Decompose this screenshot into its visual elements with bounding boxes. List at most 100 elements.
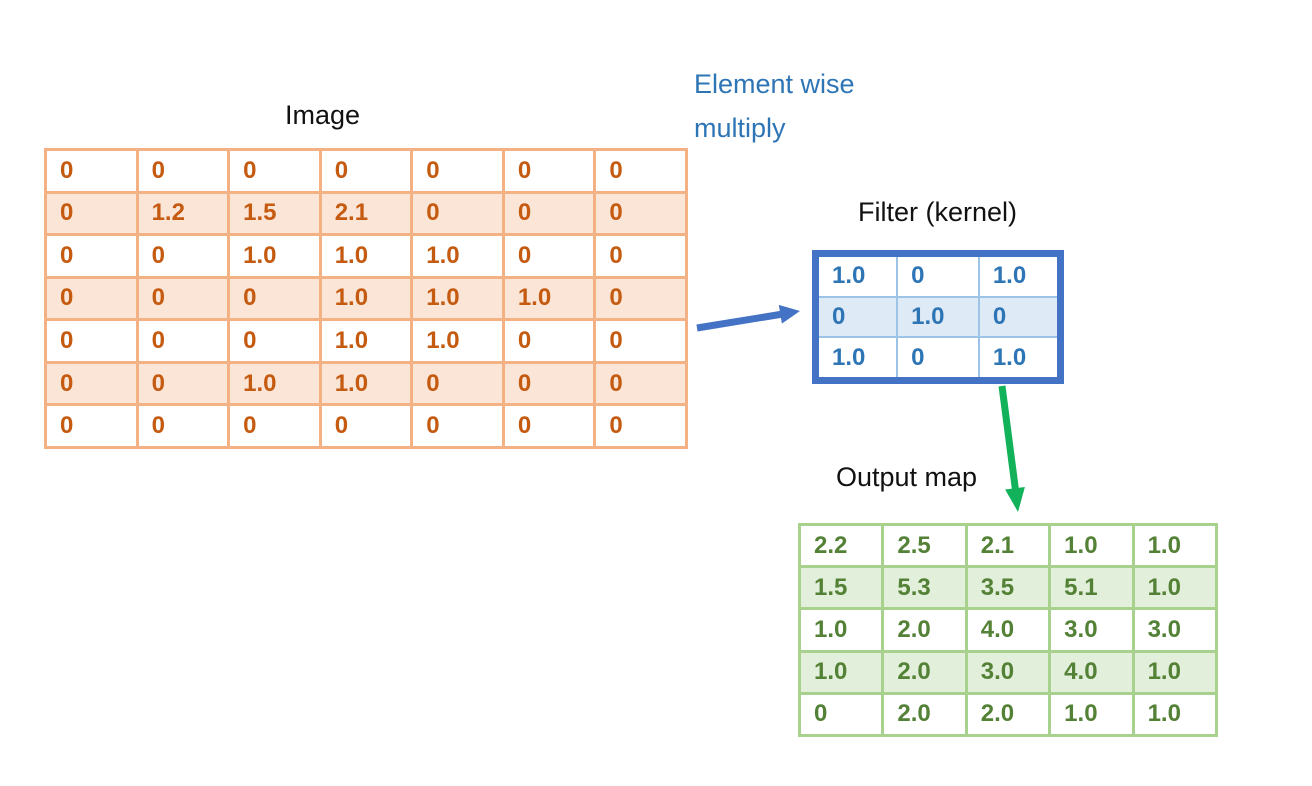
table-cell: 2.1 [318, 190, 414, 237]
table-cell: 3.0 [1131, 607, 1219, 653]
table-cell: 0 [227, 403, 322, 449]
table-cell: 1.5 [227, 190, 322, 237]
table-cell: 0 [501, 190, 597, 237]
table-cell: 1.2 [135, 190, 231, 237]
table-cell: 1.0 [227, 360, 322, 407]
table-cell: 1.0 [501, 275, 597, 322]
table-cell: 0 [135, 275, 231, 322]
table-cell: 0 [44, 233, 139, 279]
table-cell: 0 [814, 295, 899, 339]
table-cell: 0 [501, 148, 597, 194]
table-cell: 0 [593, 275, 688, 322]
table-cell: 0 [896, 252, 980, 298]
image-to-filter-arrow-shaft [696, 310, 784, 332]
table-cell: 0 [977, 295, 1062, 339]
table-cell: 0 [44, 360, 139, 407]
table-cell: 2.2 [797, 522, 885, 569]
table-cell: 1.0 [814, 336, 899, 382]
table-cell: 1.0 [1048, 691, 1135, 738]
table-cell: 1.0 [318, 275, 414, 322]
table-cell: 5.1 [1048, 565, 1135, 611]
table-cell: 3.0 [964, 649, 1052, 695]
table-cell: 5.3 [881, 565, 968, 611]
table-cell: 1.0 [977, 336, 1062, 382]
table-cell: 1.0 [797, 649, 885, 695]
table-cell: 0 [135, 360, 231, 407]
table-cell: 2.0 [881, 607, 968, 653]
filter-to-output-arrowhead-icon [1005, 487, 1025, 512]
table-cell: 0 [593, 148, 688, 194]
image-table-title: Image [285, 100, 361, 130]
table-cell: 1.0 [410, 233, 505, 279]
table-cell: 1.0 [318, 233, 414, 279]
table-cell: 0 [410, 403, 505, 449]
table-cell: 0 [227, 275, 322, 322]
table-cell: 1.0 [1048, 522, 1135, 569]
table-cell: 0 [44, 403, 139, 449]
table-cell: 4.0 [964, 607, 1052, 653]
table-cell: 2.0 [881, 649, 968, 695]
table-cell: 2.0 [964, 691, 1052, 738]
table-cell: 0 [44, 190, 139, 237]
table-cell: 0 [44, 148, 139, 194]
table-cell: 1.0 [977, 252, 1062, 298]
table-cell: 1.0 [1131, 522, 1219, 569]
table-cell: 0 [135, 148, 231, 194]
table-cell: 2.1 [964, 522, 1052, 569]
table-cell: 0 [227, 318, 322, 364]
table-cell: 0 [896, 336, 980, 382]
table-cell: 3.0 [1048, 607, 1135, 653]
table-cell: 0 [135, 403, 231, 449]
table-cell: 1.0 [896, 295, 980, 339]
table-cell: 1.0 [318, 318, 414, 364]
table-cell: 1.0 [1131, 649, 1219, 695]
table-cell: 0 [593, 403, 688, 449]
element-wise-multiply-label: Element wise multiply [694, 69, 855, 143]
table-cell: 0 [44, 275, 139, 322]
image-to-filter-arrow [696, 304, 800, 332]
filter-to-output-arrow-shaft [998, 385, 1019, 491]
table-cell: 0 [135, 318, 231, 364]
table-cell: 1.0 [318, 360, 414, 407]
table-cell: 4.0 [1048, 649, 1135, 695]
table-cell: 0 [797, 691, 885, 738]
table-cell: 1.0 [797, 607, 885, 653]
table-cell: 0 [410, 190, 505, 237]
table-cell: 0 [593, 360, 688, 407]
filter-kernel-title: Filter (kernel) [858, 197, 1018, 227]
table-cell: 1.0 [227, 233, 322, 279]
table-cell: 0 [227, 148, 322, 194]
table-cell: 1.5 [797, 565, 885, 611]
table-cell: 2.0 [881, 691, 968, 738]
table-cell: 0 [410, 360, 505, 407]
table-cell: 0 [501, 318, 597, 364]
table-cell: 1.0 [814, 252, 899, 298]
table-cell: 1.0 [410, 275, 505, 322]
image-to-filter-arrowhead-icon [778, 304, 800, 324]
table-cell: 1.0 [410, 318, 505, 364]
table-cell: 0 [410, 148, 505, 194]
table-cell: 0 [501, 233, 597, 279]
table-cell: 0 [501, 403, 597, 449]
table-cell: 0 [501, 360, 597, 407]
table-cell: 0 [318, 148, 414, 194]
table-cell: 0 [135, 233, 231, 279]
table-cell: 0 [593, 318, 688, 364]
